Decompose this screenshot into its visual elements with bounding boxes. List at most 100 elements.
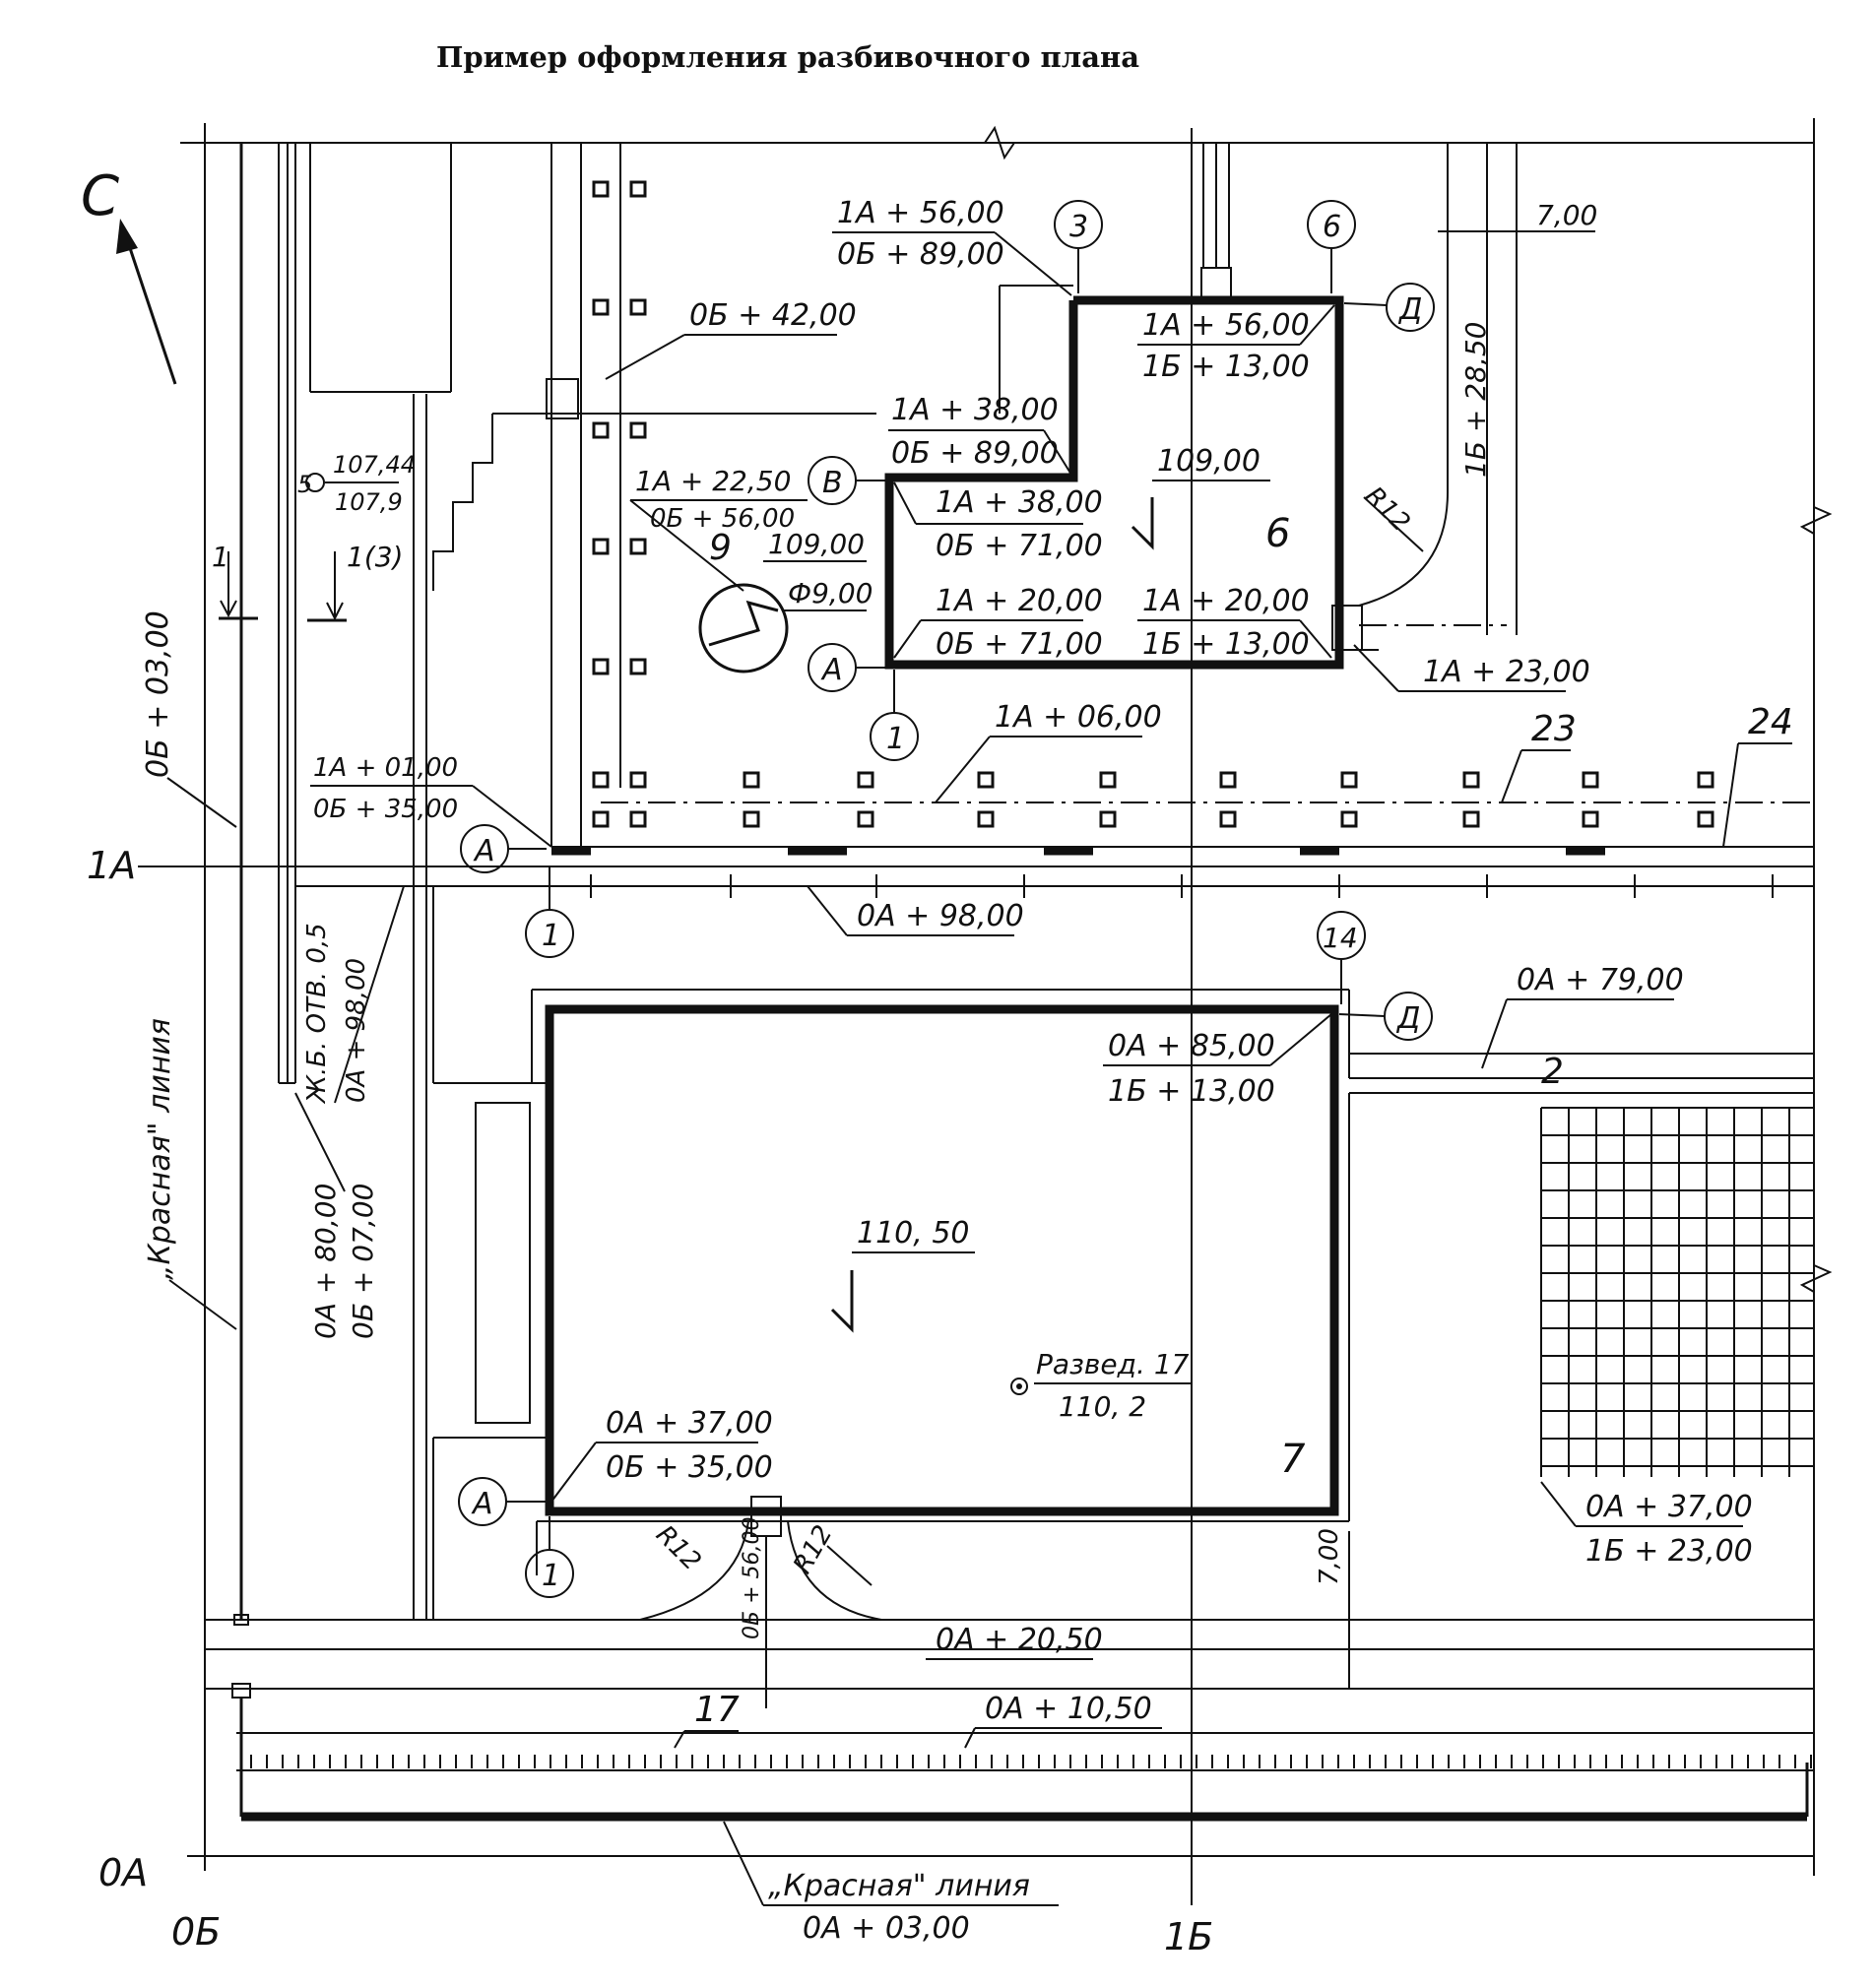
axis-1-1a: 1 — [525, 866, 574, 958]
building-7-outline — [545, 1004, 1339, 1516]
road-curve-right — [1358, 143, 1449, 607]
label-oa80: 0А + 80,00 — [309, 1184, 342, 1339]
frame-lines — [180, 118, 1833, 1905]
rail-strip-left — [550, 143, 621, 847]
label-ob03: 0Б + 03,00 — [141, 610, 175, 778]
svg-text:6: 6 — [1323, 210, 1341, 244]
b7-axis-d: Д — [1338, 992, 1433, 1041]
svg-text:Д: Д — [1397, 292, 1422, 327]
bench-bottom: 107,9 — [335, 488, 403, 516]
label-oa2050: 0А + 20,50 — [936, 1623, 1103, 1657]
label-17: 17 — [694, 1690, 740, 1730]
tank9-coord-top: 1А + 22,50 — [635, 465, 791, 497]
label-1b23: 1Б + 23,00 — [1585, 1534, 1753, 1569]
label-ob42: 0Б + 42,00 — [689, 298, 857, 333]
b6-coord-3-top: 1А + 38,00 — [891, 393, 1059, 427]
tank-9 — [698, 583, 789, 673]
road-curve-b7-right — [787, 1520, 882, 1621]
b7-axis-a: А — [458, 1477, 547, 1526]
label-ob07: 0Б + 07,00 — [347, 1184, 379, 1339]
b7-number: 7 — [1280, 1437, 1306, 1482]
label-pt-top: 1А + 01,00 — [313, 753, 458, 783]
label-2: 2 — [1541, 1052, 1564, 1092]
benchmark-icon — [305, 473, 325, 492]
bench-symbol: 5 — [297, 471, 312, 498]
b7-elevation: 110, 50 — [857, 1216, 970, 1251]
label-zhb: Ж.Б. ОТВ. 0,5 — [302, 923, 332, 1105]
borehole-icon — [1010, 1378, 1028, 1395]
b6-radius: R12 — [1359, 481, 1415, 538]
b6-axis-1: 1 — [870, 670, 919, 761]
building-6-outline — [884, 295, 1344, 670]
b6-coord-2-top: 1А + 56,00 — [1142, 308, 1310, 343]
label-1a06: 1А + 06,00 — [995, 700, 1162, 735]
b6-ref-23: 1А + 23,00 — [1423, 655, 1590, 689]
label-r12-left: R12 — [650, 1520, 706, 1576]
label-oa98-vert: 0А + 98,00 — [342, 958, 371, 1103]
b7-coord-1-bottom: 1Б + 13,00 — [1108, 1074, 1275, 1109]
b7-coord-2-bottom: 0Б + 35,00 — [606, 1450, 773, 1485]
b6-slope-arrow-icon — [1131, 497, 1154, 550]
grid-label-1a: 1А — [87, 844, 136, 887]
svg-text:А: А — [471, 1487, 493, 1521]
label-24: 24 — [1748, 702, 1793, 742]
tank9-elevation: 109,00 — [768, 528, 865, 560]
svg-text:Д: Д — [1395, 1001, 1420, 1036]
svg-text:А: А — [820, 653, 843, 687]
label-oa03: 0А + 03,00 — [803, 1911, 970, 1946]
b6-coord-2-bottom: 1Б + 13,00 — [1142, 350, 1310, 384]
b6-coord-3-bottom: 0Б + 89,00 — [891, 436, 1059, 471]
b6-coord-4-top: 1А + 38,00 — [936, 485, 1103, 520]
label-red-line: „Красная" линия — [143, 1018, 177, 1280]
label-23: 23 — [1531, 709, 1577, 749]
svg-text:14: 14 — [1323, 922, 1358, 954]
svg-text:3: 3 — [1069, 210, 1088, 244]
dim-line-1a — [295, 874, 1814, 898]
b7-coord-2-top: 0А + 37,00 — [606, 1406, 773, 1441]
tank9-diameter: Ф9,00 — [788, 577, 873, 609]
label-red-line-bottom: „Красная" линия — [768, 1869, 1030, 1903]
stepped-wall — [432, 414, 493, 591]
b6-coord-4-bottom: 0Б + 71,00 — [936, 529, 1103, 563]
grid-label-0b: 0Б — [171, 1910, 221, 1954]
rail-1a — [551, 802, 1814, 856]
label-oa98-dim: 0А + 98,00 — [857, 899, 1024, 933]
rail-0a — [231, 1683, 1814, 1822]
section-mark-13 — [307, 551, 347, 622]
b6-dim-vertical: 1Б + 28,50 — [1459, 322, 1492, 478]
label-oa79: 0А + 79,00 — [1517, 963, 1684, 997]
left-utilities — [205, 143, 1814, 1690]
b6-axis-3: 3 — [1054, 200, 1103, 293]
road-curve-b7-left — [639, 1520, 749, 1621]
svg-text:А: А — [473, 834, 495, 868]
grid-label-0a: 0А — [98, 1851, 148, 1894]
b7-borehole-value: 110, 2 — [1059, 1390, 1146, 1423]
label-oa1050: 0А + 10,50 — [985, 1692, 1152, 1726]
b7-axis-14: 14 — [1317, 911, 1366, 1004]
axis-a-1a: А — [460, 824, 547, 873]
b7-borehole-label: Развед. 17 — [1036, 1348, 1190, 1380]
tank9-number: 9 — [709, 528, 732, 568]
b6-coord-6-bottom: 1Б + 13,00 — [1142, 627, 1310, 662]
north-label: С — [81, 164, 119, 228]
svg-text:В: В — [822, 466, 843, 500]
b6-width-dim: 7,00 — [1536, 199, 1597, 231]
b6-coord-5-top: 1А + 20,00 — [936, 584, 1103, 618]
b6-coord-1-top: 1А + 56,00 — [837, 196, 1004, 230]
marker-squares — [592, 180, 1714, 828]
section-label-13: 1(3) — [347, 541, 403, 573]
b6-axis-d: Д — [1343, 283, 1435, 332]
b6-number: 6 — [1265, 511, 1290, 556]
svg-text:1: 1 — [886, 722, 905, 756]
label-oa37: 0А + 37,00 — [1585, 1490, 1753, 1524]
b7-coord-1-top: 0А + 85,00 — [1108, 1029, 1275, 1063]
b7-slope-arrow-icon — [830, 1270, 854, 1333]
tank9-coord-bottom: 0Б + 56,00 — [650, 504, 795, 534]
b6-elevation: 109,00 — [1157, 444, 1261, 479]
b6-axis-a: А — [808, 643, 886, 692]
b6-axis-v: В — [808, 456, 886, 505]
label-ob56: 0Б + 56,00 — [740, 1517, 764, 1640]
label-pt-bottom: 0Б + 35,00 — [313, 795, 458, 824]
bench-top: 107,44 — [333, 451, 416, 479]
